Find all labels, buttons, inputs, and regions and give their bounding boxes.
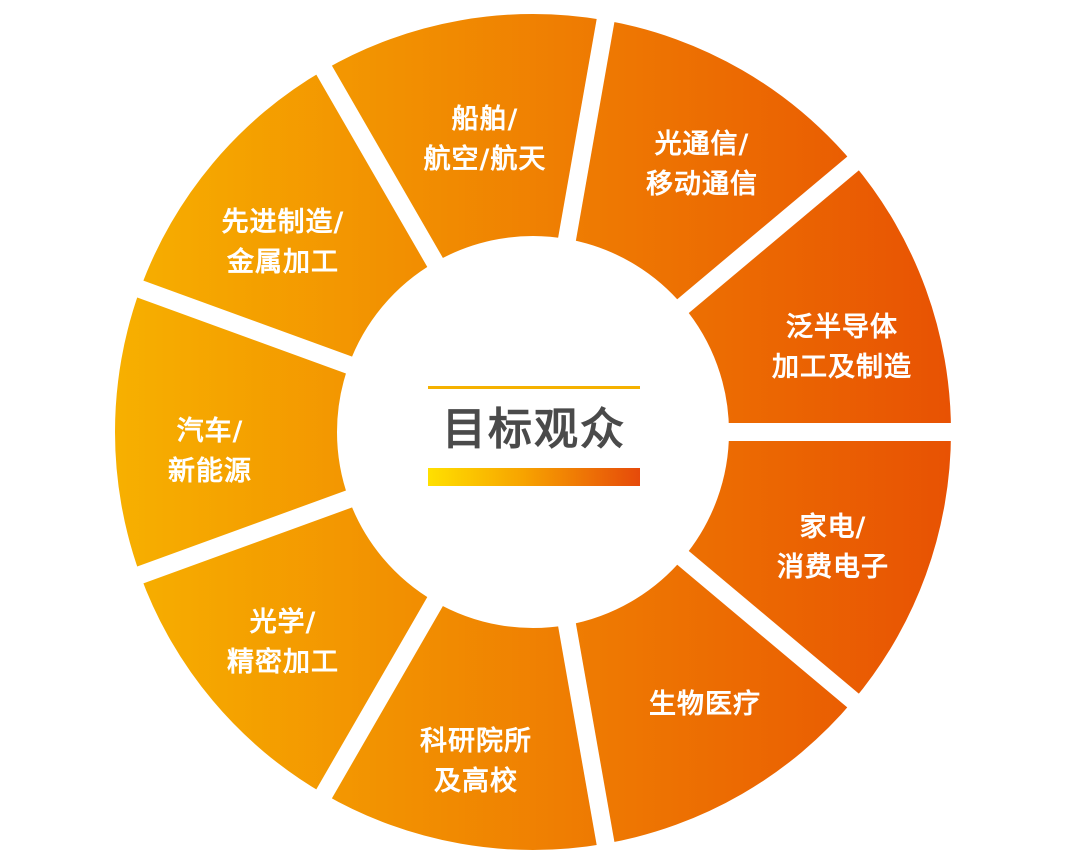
segment-gap	[673, 547, 863, 711]
segment-label-line: 汽车/	[176, 416, 244, 447]
segment-label-line: 光学/	[249, 607, 317, 638]
segment-label-line: 移动通信	[646, 169, 758, 200]
segment-gap	[313, 61, 446, 272]
segment-label-line: 精密加工	[227, 647, 339, 678]
segment-appliances	[683, 432, 951, 701]
segment-gap	[132, 488, 357, 586]
segment-gap	[673, 153, 863, 317]
segment-label-line: 航空/航天	[423, 144, 547, 175]
segment-optical-comm	[567, 20, 854, 307]
segment-label-line: 新能源	[168, 456, 252, 487]
segment-gap	[557, 13, 616, 246]
title-top-line	[428, 386, 640, 389]
segment-label-biomedical: 生物医疗	[649, 685, 761, 725]
segment-research	[324, 601, 606, 850]
segment-automotive	[114, 289, 349, 575]
segment-gap	[557, 618, 616, 851]
segment-label-appliances: 家电/消费电子	[777, 508, 889, 588]
segment-label-line: 先进制造/	[221, 207, 345, 238]
segment-label-line: 科研院所	[420, 726, 532, 757]
segment-label-line: 泛半导体	[786, 312, 898, 343]
segment-gap	[313, 592, 446, 803]
segment-label-line: 消费电子	[777, 552, 889, 583]
segment-label-line: 及高校	[434, 766, 518, 797]
segment-semiconductor	[683, 163, 951, 433]
segment-label-line: 光通信/	[654, 129, 750, 160]
center-title-block: 目标观众	[428, 386, 640, 486]
segment-label-optical-comm: 光通信/移动通信	[646, 125, 758, 205]
title-gradient-bar	[428, 468, 640, 486]
segment-label-research: 科研院所及高校	[420, 722, 532, 802]
segment-label-automotive: 汽车/新能源	[168, 412, 252, 492]
segment-label-semiconductor: 泛半导体加工及制造	[772, 308, 912, 388]
segment-gap	[132, 278, 357, 376]
segment-label-advanced-mfg: 先进制造/金属加工	[222, 203, 345, 283]
segment-label-line: 生物医疗	[649, 689, 761, 720]
segment-label-line: 加工及制造	[772, 352, 912, 383]
segment-label-optics: 光学/精密加工	[227, 603, 339, 683]
segment-label-line: 金属加工	[227, 247, 339, 278]
segment-biomedical	[567, 557, 854, 844]
center-title: 目标观众	[442, 404, 626, 455]
segment-shipping	[324, 13, 606, 263]
segment-label-shipping: 船舶/航空/航天	[424, 100, 547, 180]
segment-label-line: 船舶/	[451, 104, 519, 135]
segment-label-line: 家电/	[799, 512, 867, 543]
